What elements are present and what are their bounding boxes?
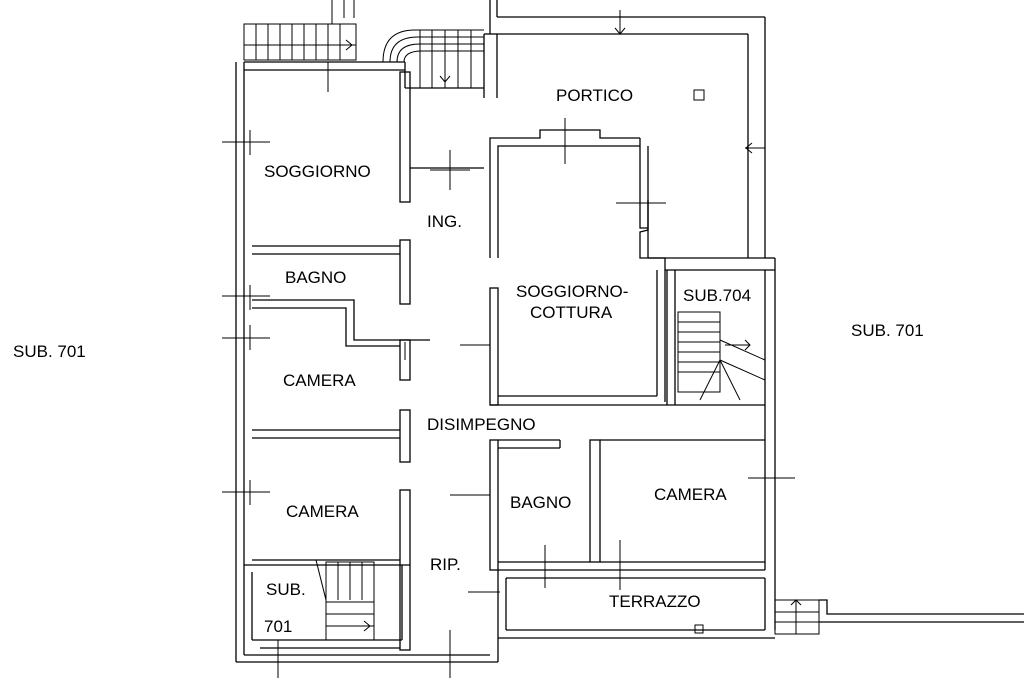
label-soggiorno-cottura-2: COTTURA (530, 303, 613, 322)
label-bagno-bottom: BAGNO (510, 493, 571, 512)
label-soggiorno: SOGGIORNO (264, 162, 371, 181)
outer-walls (235, 0, 776, 663)
label-camera-right: CAMERA (654, 485, 727, 504)
label-sub701-stair-2: 701 (264, 617, 292, 636)
interior-walls (244, 71, 775, 651)
label-portico: PORTICO (556, 86, 633, 105)
label-terrazzo: TERRAZZO (609, 592, 701, 611)
label-sub701-left: SUB. 701 (13, 342, 86, 361)
label-camera-left-mid: CAMERA (283, 371, 356, 390)
label-disimpegno: DISIMPEGNO (427, 415, 536, 434)
opening-marks (222, 10, 795, 678)
room-labels: PORTICO SOGGIORNO ING. BAGNO SOGGIORNO- … (13, 86, 924, 636)
column-square (693, 89, 705, 101)
label-sub701-right: SUB. 701 (851, 321, 924, 340)
label-sub701-stair-1: SUB. (266, 580, 306, 599)
label-camera-left-bottom: CAMERA (286, 502, 359, 521)
label-ingresso: ING. (427, 212, 462, 231)
label-soggiorno-cottura-1: SOGGIORNO- (516, 282, 628, 301)
label-sub704: SUB.704 (683, 286, 751, 305)
label-bagno-top: BAGNO (285, 268, 346, 287)
label-ripostiglio: RIP. (430, 555, 461, 574)
stairs (243, 0, 1024, 641)
